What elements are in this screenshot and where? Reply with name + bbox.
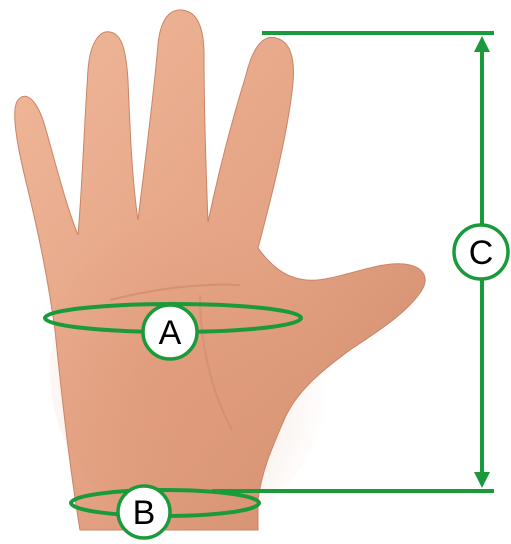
palm-shading [50,210,330,530]
length-label-badge [452,223,510,281]
hand-illustration [14,9,426,531]
wrist-label-badge [116,484,172,540]
length-label: C [469,234,494,272]
palm-crease-line [109,283,241,301]
arrow-down-icon [474,472,490,488]
palm-measurement: A [43,302,303,361]
wrist-label: B [133,494,156,532]
palm-label: A [159,314,182,352]
length-measurement: C [212,31,510,493]
arrow-up-icon [474,36,490,52]
palm-crease-line [199,294,233,431]
palm-label-badge [141,303,199,361]
wrist-measurement: B [69,484,261,540]
